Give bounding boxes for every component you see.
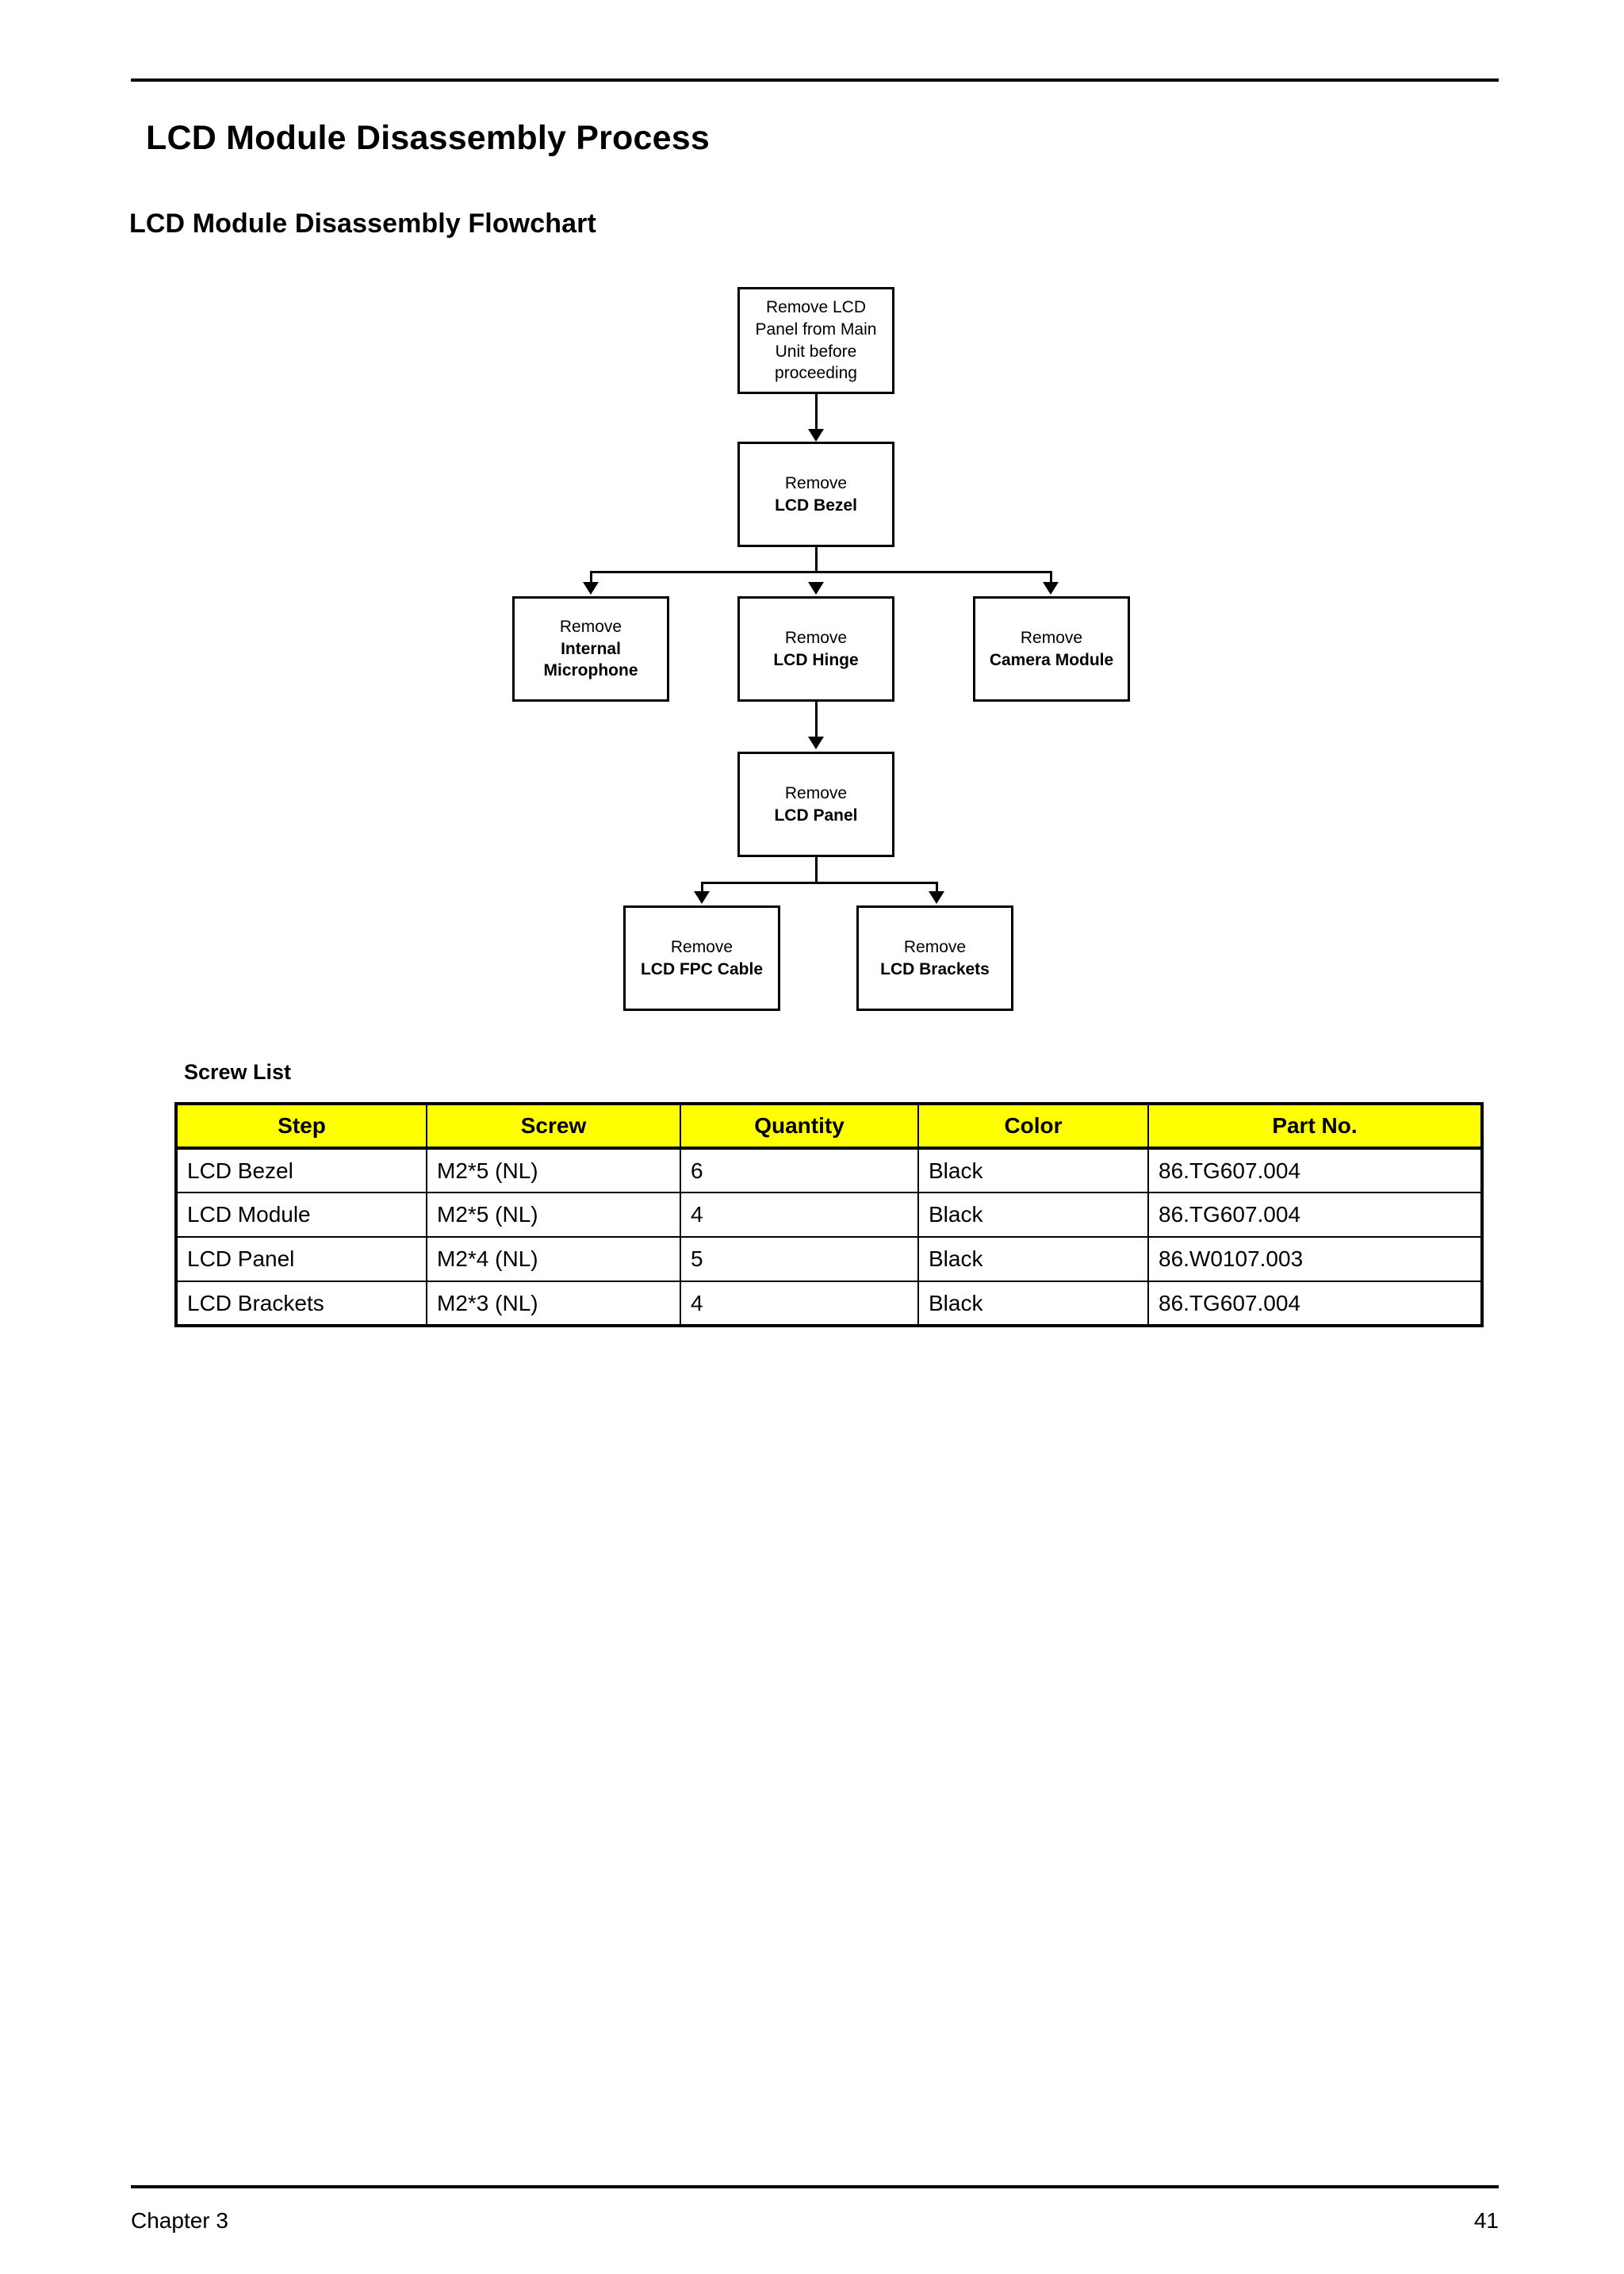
flow-node-line-1: Remove xyxy=(784,628,848,647)
table-row: LCD Module M2*5 (NL) 4 Black 86.TG607.00… xyxy=(174,1192,1484,1238)
arrowhead-panel xyxy=(808,737,824,749)
cell-part-no: 86.W0107.003 xyxy=(1147,1236,1484,1282)
flow-node-line-2: LCD FPC Cable xyxy=(640,959,763,978)
cell-step: LCD Module xyxy=(174,1192,427,1238)
connector-bus-to-camera xyxy=(1050,571,1052,584)
connector-bus-to-microphone xyxy=(590,571,592,584)
flow-node-remove-lcd-fpc-cable: Remove LCD FPC Cable xyxy=(623,905,780,1011)
cell-part-no: 86.TG607.004 xyxy=(1147,1192,1484,1238)
flow-node-line-1: Remove xyxy=(670,937,733,956)
cell-quantity: 5 xyxy=(680,1236,919,1282)
flow-node-remove-lcd-bezel: Remove LCD Bezel xyxy=(737,442,894,547)
connector-panel-stem xyxy=(815,857,818,883)
flow-node-line-2: LCD Bezel xyxy=(775,496,857,515)
column-header-part-no: Part No. xyxy=(1147,1102,1484,1150)
connector-hinge-to-panel xyxy=(815,702,818,737)
column-header-screw: Screw xyxy=(426,1102,681,1150)
section-heading-flowchart: LCD Module Disassembly Flowchart xyxy=(129,209,596,239)
cell-part-no: 86.TG607.004 xyxy=(1147,1281,1484,1327)
table-row: LCD Brackets M2*3 (NL) 4 Black 86.TG607.… xyxy=(174,1281,1484,1327)
flow-node-line-1: Remove xyxy=(903,937,967,956)
table-header-row: Step Screw Quantity Color Part No. xyxy=(174,1102,1484,1150)
arrowhead-hinge xyxy=(808,582,824,595)
flow-node-line-2: LCD Panel xyxy=(774,806,858,825)
flow-node-line-1: Remove xyxy=(784,473,848,492)
header-rule xyxy=(131,78,1499,82)
cell-screw: M2*3 (NL) xyxy=(426,1281,681,1327)
connector-bus-to-fpc xyxy=(701,882,703,893)
flow-node-line-1: Remove xyxy=(1020,628,1083,647)
column-header-step: Step xyxy=(174,1102,427,1150)
flow-node-remove-internal-microphone: Remove Internal Microphone xyxy=(512,596,669,702)
cell-quantity: 6 xyxy=(680,1147,919,1193)
arrowhead-bezel xyxy=(808,429,824,442)
cell-screw: M2*5 (NL) xyxy=(426,1147,681,1193)
connector-panel-bus xyxy=(701,882,936,884)
connector-bezel-stem xyxy=(815,547,818,572)
column-header-quantity: Quantity xyxy=(680,1102,919,1150)
connector-start-to-bezel xyxy=(815,394,818,429)
arrowhead-brackets xyxy=(929,891,944,904)
table-row: LCD Bezel M2*5 (NL) 6 Black 86.TG607.004 xyxy=(174,1147,1484,1193)
cell-quantity: 4 xyxy=(680,1192,919,1238)
flow-node-line-2: Panel from Main xyxy=(755,320,877,339)
connector-bezel-bus xyxy=(590,571,1050,573)
footer-page-number: 41 xyxy=(1473,2208,1499,2233)
flow-node-remove-lcd-brackets: Remove LCD Brackets xyxy=(856,905,1013,1011)
arrowhead-camera xyxy=(1043,582,1059,595)
screw-list-label: Screw List xyxy=(184,1060,292,1084)
cell-step: LCD Brackets xyxy=(174,1281,427,1327)
flow-node-line-1: Remove LCD xyxy=(765,298,867,317)
flow-node-line-2: Camera Module xyxy=(989,650,1114,669)
arrowhead-microphone xyxy=(583,582,599,595)
screw-list-table: Step Screw Quantity Color Part No. LCD B… xyxy=(174,1102,1484,1327)
flow-node-line-2: LCD Hinge xyxy=(773,650,859,669)
cell-color: Black xyxy=(917,1281,1149,1327)
flow-node-line-1: Remove xyxy=(784,783,848,802)
cell-step: LCD Panel xyxy=(174,1236,427,1282)
flow-node-remove-lcd-hinge: Remove LCD Hinge xyxy=(737,596,894,702)
flow-node-line-2: Internal xyxy=(561,639,621,658)
column-header-color: Color xyxy=(917,1102,1149,1150)
cell-part-no: 86.TG607.004 xyxy=(1147,1147,1484,1193)
flow-node-remove-camera-module: Remove Camera Module xyxy=(973,596,1130,702)
table-row: LCD Panel M2*4 (NL) 5 Black 86.W0107.003 xyxy=(174,1236,1484,1282)
footer-rule xyxy=(131,2185,1499,2188)
flow-node-remove-lcd-panel: Remove LCD Panel xyxy=(737,752,894,857)
flow-node-line-4: proceeding xyxy=(775,364,857,383)
flow-node-line-1: Remove xyxy=(559,617,622,636)
cell-color: Black xyxy=(917,1236,1149,1282)
connector-bus-to-brackets xyxy=(936,882,938,893)
flow-node-remove-lcd-panel-from-main-unit: Remove LCD Panel from Main Unit before p… xyxy=(737,287,894,394)
cell-screw: M2*5 (NL) xyxy=(426,1192,681,1238)
flow-node-line-2: LCD Brackets xyxy=(880,959,990,978)
cell-step: LCD Bezel xyxy=(174,1147,427,1193)
page-title: LCD Module Disassembly Process xyxy=(146,119,710,157)
flow-node-line-3: Unit before xyxy=(775,342,857,361)
arrowhead-fpc-cable xyxy=(694,891,710,904)
cell-quantity: 4 xyxy=(680,1281,919,1327)
cell-screw: M2*4 (NL) xyxy=(426,1236,681,1282)
cell-color: Black xyxy=(917,1192,1149,1238)
cell-color: Black xyxy=(917,1147,1149,1193)
flow-node-line-3: Microphone xyxy=(543,661,638,680)
footer-chapter: Chapter 3 xyxy=(131,2208,228,2233)
